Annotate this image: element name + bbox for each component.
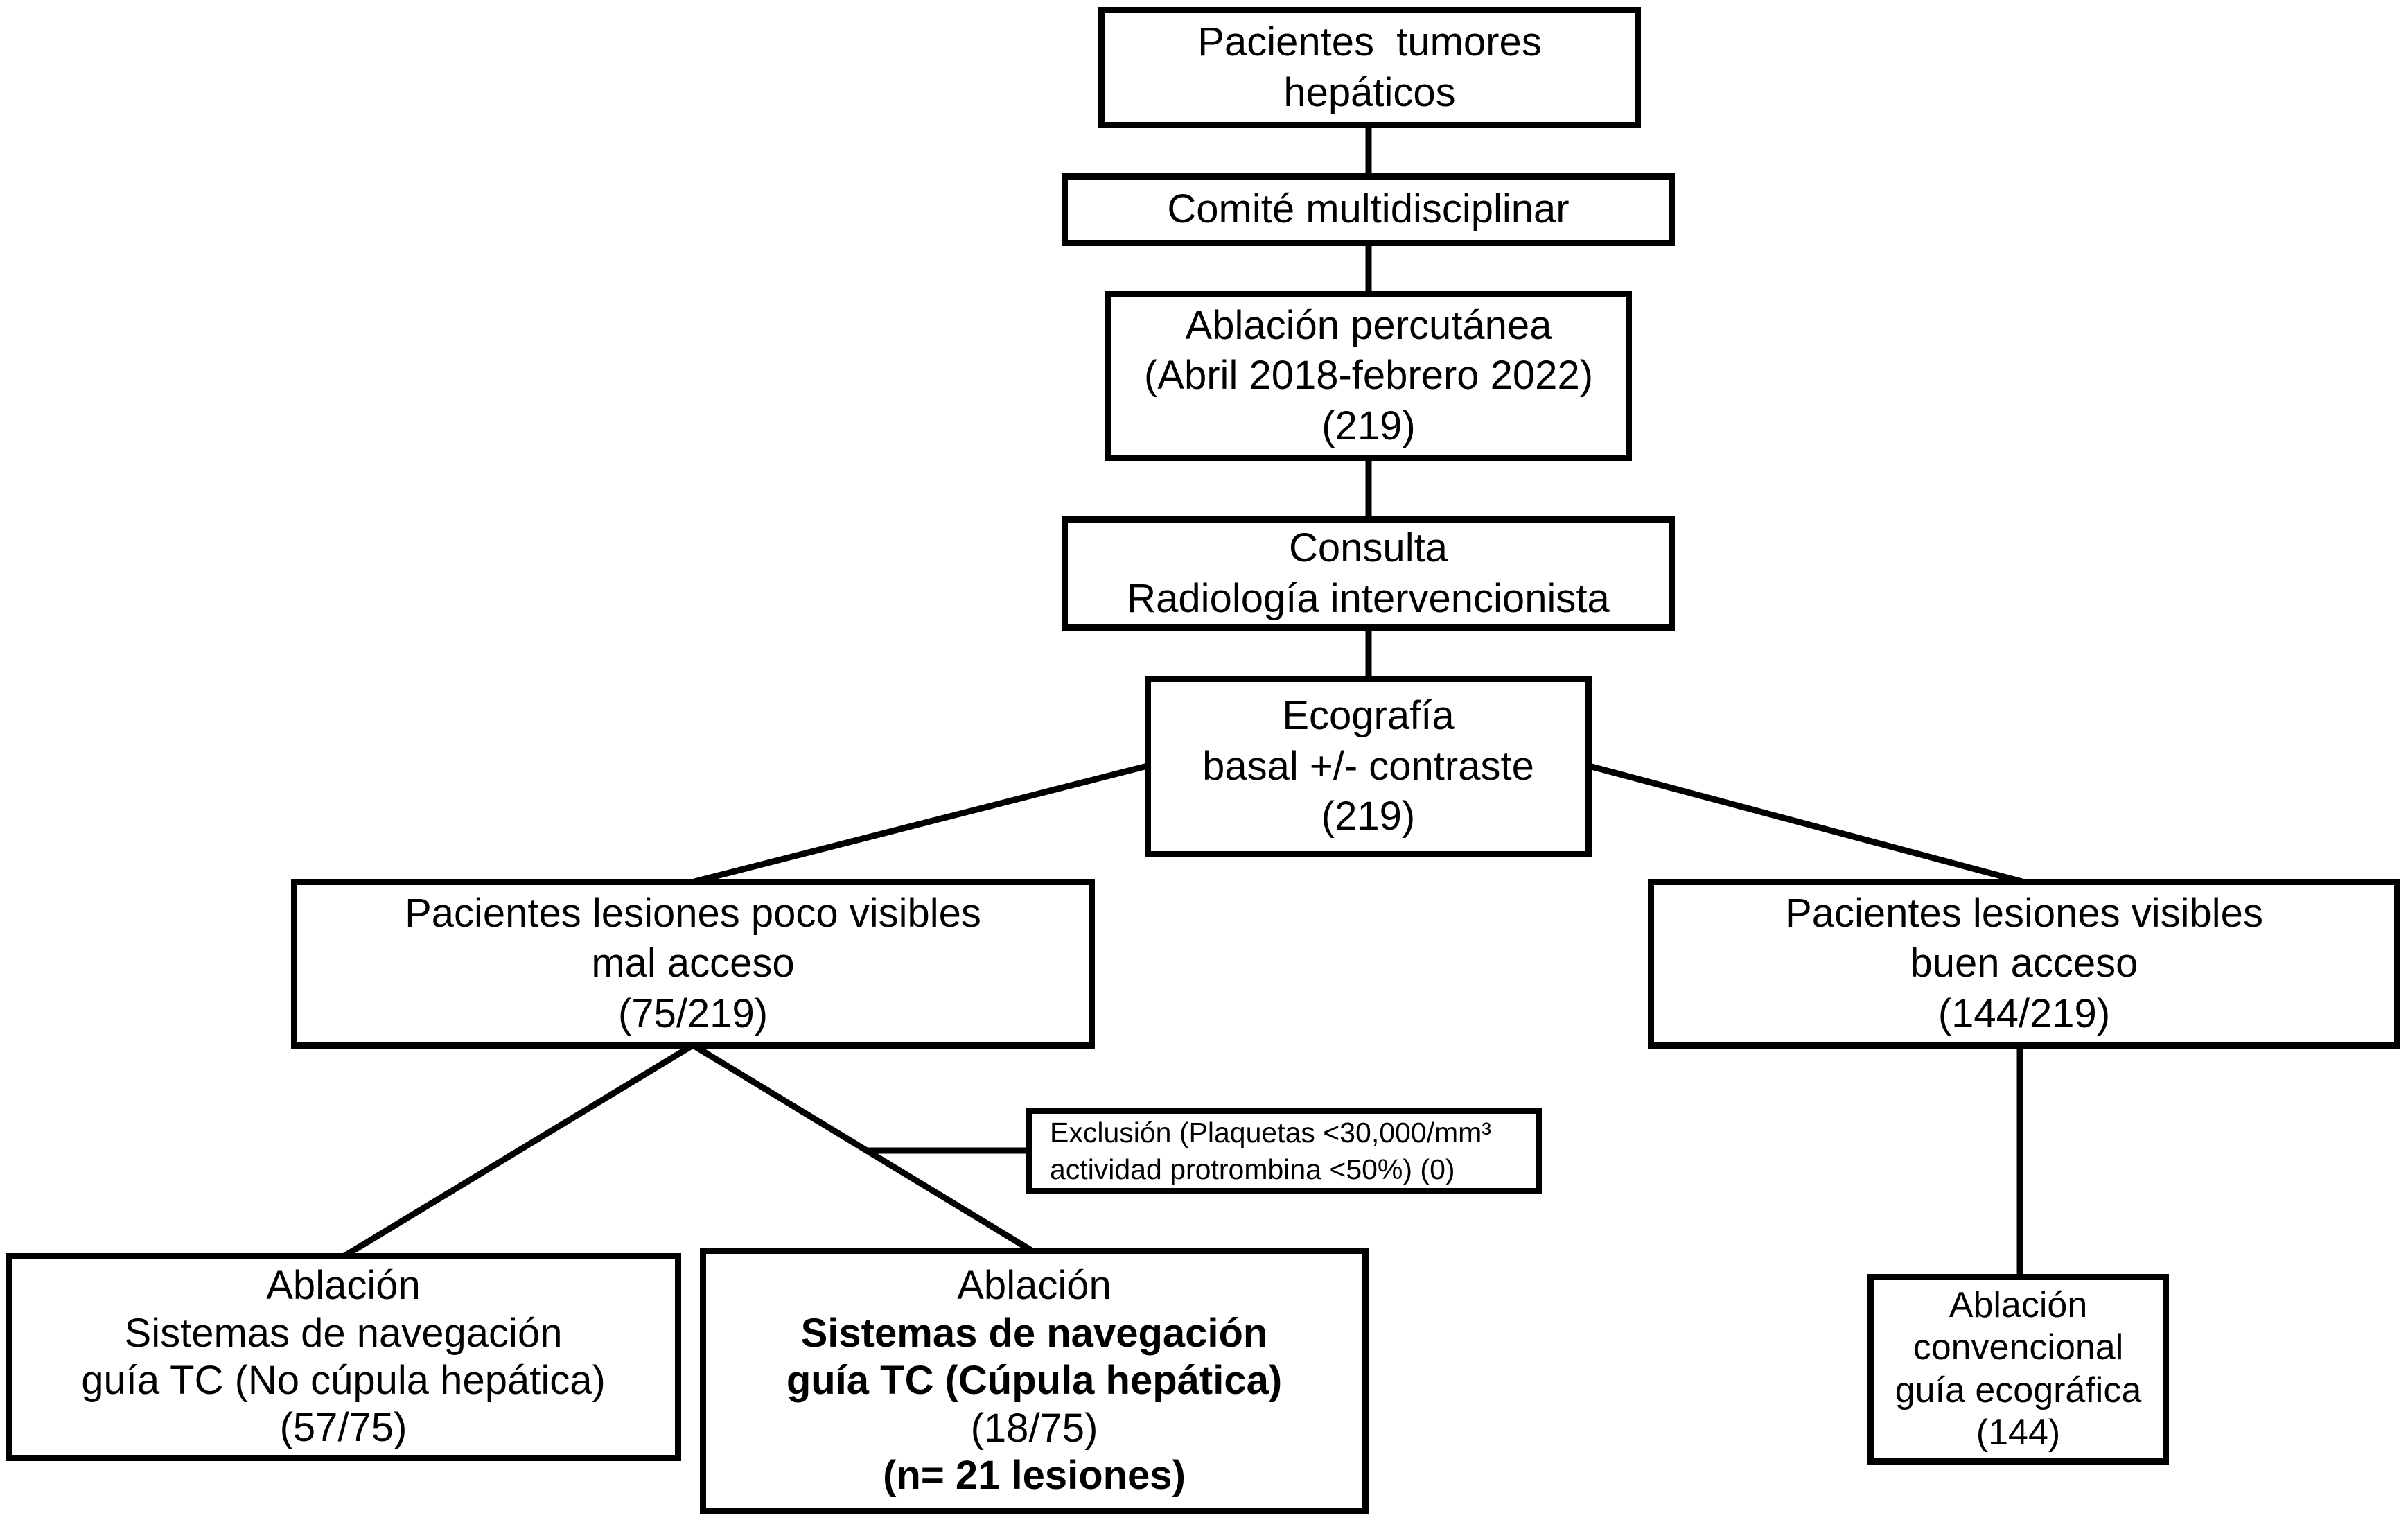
node-ablacion-convencional: Ablación convencional guía ecográfica (1…	[1867, 1274, 2169, 1465]
node-line: Exclusión (Plaquetas <30,000/mm³	[1050, 1117, 1491, 1149]
connector-poco-cupula	[691, 1042, 1035, 1254]
node-line: (57/75)	[279, 1405, 407, 1451]
connector-poco-no-cupula	[342, 1042, 695, 1259]
node-line: Ablación	[1949, 1284, 2088, 1325]
node-navegacion-no-cupula: Ablación Sistemas de navegación guía TC …	[6, 1253, 681, 1461]
node-line: (Abril 2018-febrero 2022)	[1143, 353, 1594, 399]
node-line: (n= 21 lesiones)	[883, 1453, 1186, 1499]
node-line: Pacientes lesiones visibles	[1785, 890, 2263, 936]
node-line: (75/219)	[617, 990, 768, 1036]
node-comite-multidisciplinar: Comité multidisciplinar	[1062, 173, 1675, 246]
node-line: actividad protrombina <50%) (0)	[1050, 1153, 1455, 1185]
node-line: guía ecográfica	[1895, 1370, 2142, 1410]
node-lesiones-visibles: Pacientes lesiones visibles buen acceso …	[1648, 879, 2400, 1049]
node-line: Ecografía	[1282, 693, 1455, 739]
node-line: guía TC (Cúpula hepática)	[786, 1358, 1283, 1404]
connector-ecografia-poco	[693, 762, 1149, 885]
node-line: (219)	[1321, 403, 1416, 448]
node-line: (219)	[1321, 794, 1416, 839]
node-line: convencional	[1913, 1327, 2124, 1368]
node-pacientes-tumores-hepaticos: Pacientes tumores hepáticos	[1098, 7, 1641, 128]
node-line: Ablación	[266, 1263, 421, 1309]
node-line: Ablación	[957, 1263, 1111, 1309]
node-line: Comité multidisciplinar	[1167, 186, 1570, 232]
node-navegacion-cupula: Ablación Sistemas de navegación guía TC …	[700, 1248, 1369, 1514]
node-line: (144)	[1976, 1412, 2061, 1453]
node-line: buen acceso	[1910, 941, 2138, 986]
node-line: Sistemas de navegación	[124, 1310, 563, 1356]
node-line: hepáticos	[1283, 69, 1456, 115]
node-line: Consulta	[1289, 525, 1448, 570]
node-line: basal +/- contraste	[1202, 743, 1534, 789]
node-line: Pacientes tumores	[1197, 19, 1542, 64]
node-consulta-radiologia: Consulta Radiología intervencionista	[1062, 516, 1675, 631]
node-ecografia-basal: Ecografía basal +/- contraste (219)	[1145, 676, 1592, 857]
node-line: (144/219)	[1937, 990, 2111, 1036]
node-line: mal acceso	[591, 941, 795, 986]
node-lesiones-poco-visibles: Pacientes lesiones poco visibles mal acc…	[291, 879, 1095, 1049]
node-exclusion: Exclusión (Plaquetas <30,000/mm³ activid…	[1026, 1108, 1542, 1194]
node-line: (18/75)	[970, 1405, 1098, 1451]
node-line: Ablación percutánea	[1185, 302, 1552, 348]
node-line: Sistemas de navegación	[800, 1310, 1268, 1356]
node-line: Pacientes lesiones poco visibles	[405, 890, 981, 936]
connector-ecografia-visibles	[1588, 762, 2023, 885]
node-ablacion-percutanea: Ablación percutánea (Abril 2018-febrero …	[1105, 291, 1632, 461]
node-line: Radiología intervencionista	[1127, 575, 1610, 621]
node-line: guía TC (No cúpula hepática)	[81, 1358, 606, 1403]
